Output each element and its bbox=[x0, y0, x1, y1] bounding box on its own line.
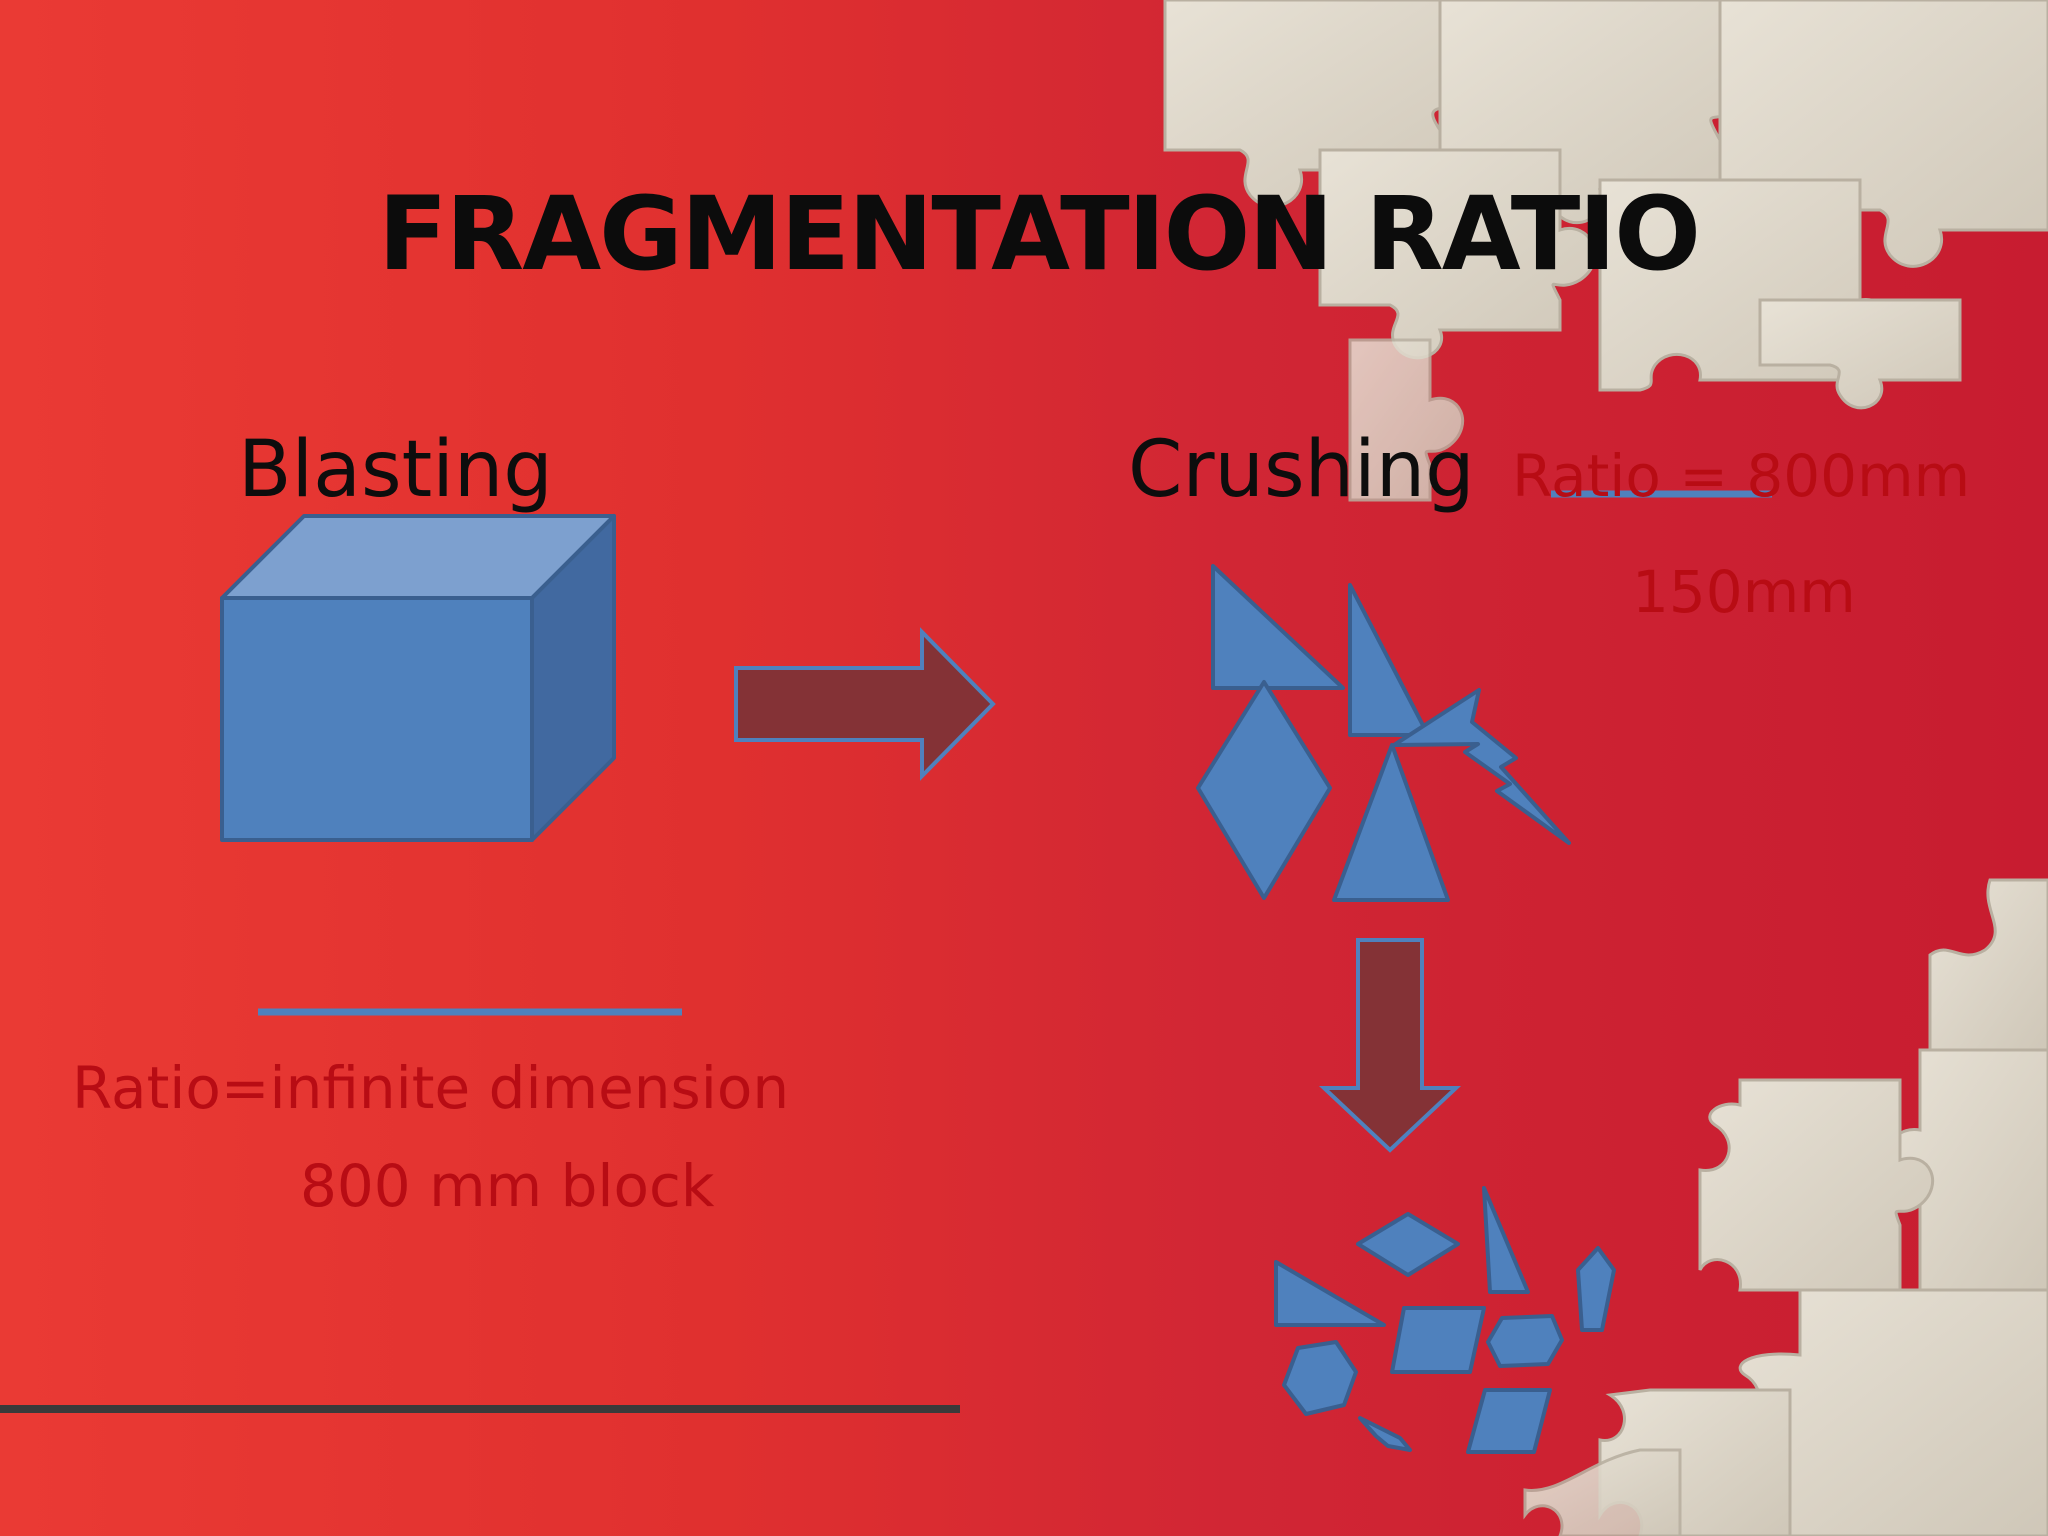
blasting-label: Blasting bbox=[238, 425, 553, 515]
blasting-ratio-denominator: 800 mm block bbox=[300, 1152, 715, 1220]
cube-shape bbox=[220, 514, 616, 842]
right-arrow bbox=[734, 627, 996, 781]
puzzle-decoration bbox=[1163, 0, 2048, 1536]
slide-title: FRAGMENTATION RATIO bbox=[378, 175, 1701, 294]
blasting-ratio-text: Ratio=infinite dimension bbox=[72, 1054, 790, 1122]
crushing-ratio-denominator: 150mm bbox=[1632, 558, 1856, 626]
crushed-fragments bbox=[1196, 564, 1571, 902]
fine-fragments bbox=[1274, 1186, 1616, 1454]
crushing-label: Crushing bbox=[1128, 425, 1475, 515]
crushing-ratio-numerator: Ratio = 800mm bbox=[1512, 442, 1971, 510]
down-arrow bbox=[1318, 938, 1462, 1153]
